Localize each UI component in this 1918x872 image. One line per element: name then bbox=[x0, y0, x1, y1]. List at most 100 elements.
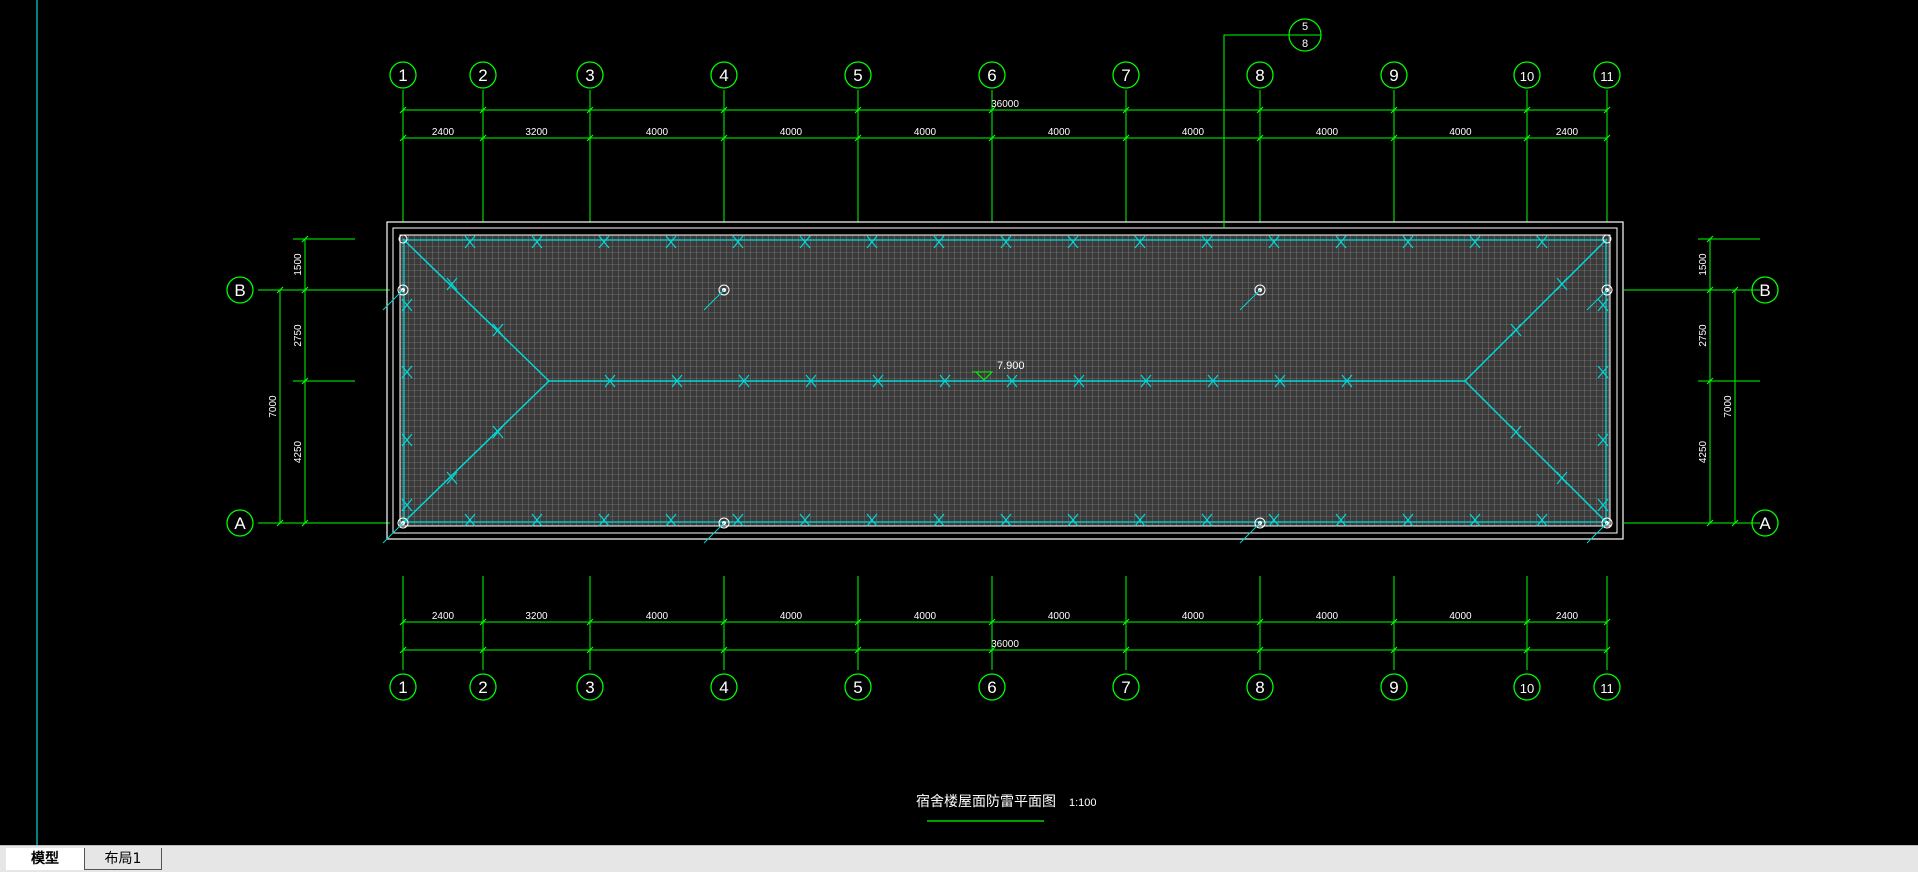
top-tick bbox=[720, 134, 728, 142]
bottom-tick bbox=[479, 618, 487, 626]
support-mark bbox=[1201, 235, 1213, 249]
top-span-text: 4000 bbox=[646, 127, 669, 138]
top-tick bbox=[586, 134, 594, 142]
tab-layout1[interactable]: 布局1 bbox=[84, 848, 162, 870]
grid-bubble-top-6-label: 6 bbox=[987, 66, 996, 85]
support-mark bbox=[1536, 513, 1548, 527]
bottom-tick bbox=[720, 618, 728, 626]
support-mark bbox=[1067, 235, 1079, 249]
bottom-span-text: 4000 bbox=[1182, 611, 1205, 622]
grid-bubble-top-9: 9 bbox=[1380, 61, 1408, 89]
support-mark bbox=[1000, 235, 1012, 249]
grid-bubble-right-A-label: A bbox=[1759, 514, 1771, 533]
right-tick bbox=[1706, 519, 1714, 527]
callout-bottom: 8 bbox=[1302, 38, 1308, 50]
grid-bubble-top-3: 3 bbox=[576, 61, 604, 89]
top-tick bbox=[854, 134, 862, 142]
support-mark bbox=[671, 374, 683, 388]
support-mark bbox=[1469, 235, 1481, 249]
down-conductor bbox=[382, 517, 409, 544]
top-tick bbox=[586, 106, 594, 114]
right-tick bbox=[1731, 286, 1739, 294]
support-mark bbox=[665, 235, 677, 249]
support-mark bbox=[933, 513, 945, 527]
support-mark bbox=[492, 323, 504, 337]
top-tick bbox=[399, 106, 407, 114]
bottom-span-text: 4000 bbox=[914, 611, 937, 622]
bottom-span-text: 4000 bbox=[780, 611, 803, 622]
ridge-elevation-text: 7.900 bbox=[997, 360, 1025, 372]
grid-bubble-top-1-label: 1 bbox=[398, 66, 407, 85]
support-mark bbox=[1597, 498, 1609, 512]
support-mark bbox=[665, 513, 677, 527]
left-tick bbox=[301, 235, 309, 243]
support-mark bbox=[446, 277, 458, 291]
grid-bubble-top-10-label: 10 bbox=[1520, 69, 1534, 84]
grid-bubble-top-2-label: 2 bbox=[478, 66, 487, 85]
support-mark bbox=[1268, 235, 1280, 249]
right-span-text: 4250 bbox=[1698, 440, 1709, 463]
top-tick bbox=[1256, 106, 1264, 114]
top-tick bbox=[854, 106, 862, 114]
support-mark bbox=[1073, 374, 1085, 388]
left-span-text: 2750 bbox=[293, 324, 304, 347]
left-total-text: 7000 bbox=[268, 395, 279, 418]
top-tick bbox=[1390, 106, 1398, 114]
grid-bubble-bottom-2-label: 2 bbox=[478, 678, 487, 697]
top-tick bbox=[988, 134, 996, 142]
roof-parapet bbox=[392, 227, 1618, 534]
top-tick bbox=[399, 134, 407, 142]
right-tick bbox=[1706, 286, 1714, 294]
callout-top: 5 bbox=[1302, 21, 1308, 33]
tab-model[interactable]: 模型 bbox=[6, 848, 84, 870]
support-mark bbox=[866, 513, 878, 527]
top-tick bbox=[720, 106, 728, 114]
bottom-tick bbox=[1390, 618, 1398, 626]
grid-bubble-bottom-4-label: 4 bbox=[719, 678, 728, 697]
grid-bubble-right-B-label: B bbox=[1759, 281, 1770, 300]
tab-model-label: 模型 bbox=[31, 851, 59, 867]
right-tick bbox=[1706, 377, 1714, 385]
roof-drain bbox=[398, 234, 408, 244]
support-mark bbox=[1341, 374, 1353, 388]
support-mark bbox=[732, 235, 744, 249]
down-conductor bbox=[703, 284, 730, 311]
grid-bubble-top-7: 7 bbox=[1112, 61, 1140, 89]
top-tick bbox=[988, 106, 996, 114]
top-span-text: 3200 bbox=[525, 127, 548, 138]
bottom-tick bbox=[1256, 618, 1264, 626]
support-mark bbox=[1201, 513, 1213, 527]
conductor-line bbox=[1464, 238, 1608, 382]
support-mark bbox=[738, 374, 750, 388]
right-tick bbox=[1731, 519, 1739, 527]
bottom-tick bbox=[854, 618, 862, 626]
bottom-tick bbox=[586, 618, 594, 626]
support-mark bbox=[1469, 513, 1481, 527]
support-mark bbox=[1556, 277, 1568, 291]
support-mark bbox=[464, 513, 476, 527]
support-mark bbox=[1274, 374, 1286, 388]
grid-bubble-bottom-11: 11 bbox=[1593, 673, 1621, 701]
grid-bubble-top-9-label: 9 bbox=[1389, 66, 1398, 85]
support-mark bbox=[805, 374, 817, 388]
right-span-text: 2750 bbox=[1698, 324, 1709, 347]
support-mark bbox=[1067, 513, 1079, 527]
down-conductor bbox=[1586, 517, 1613, 544]
bottom-tick bbox=[399, 646, 407, 654]
grid-bubble-bottom-9: 9 bbox=[1380, 673, 1408, 701]
top-span-text: 4000 bbox=[780, 127, 803, 138]
left-tick bbox=[276, 286, 284, 294]
bottom-span-text: 4000 bbox=[1316, 611, 1339, 622]
top-tick bbox=[1603, 134, 1611, 142]
grid-bubble-bottom-7-label: 7 bbox=[1121, 678, 1130, 697]
grid-bubble-left-A-label: A bbox=[234, 514, 246, 533]
grid-bubble-bottom-8: 8 bbox=[1246, 673, 1274, 701]
bottom-tick bbox=[1256, 646, 1264, 654]
support-mark bbox=[1510, 425, 1522, 439]
top-span-text: 4000 bbox=[1449, 127, 1472, 138]
grid-bubble-bottom-3-label: 3 bbox=[585, 678, 594, 697]
drawing-title: 宿舍楼屋面防雷平面图 bbox=[916, 793, 1056, 809]
support-mark bbox=[598, 513, 610, 527]
grid-bubble-bottom-3: 3 bbox=[576, 673, 604, 701]
